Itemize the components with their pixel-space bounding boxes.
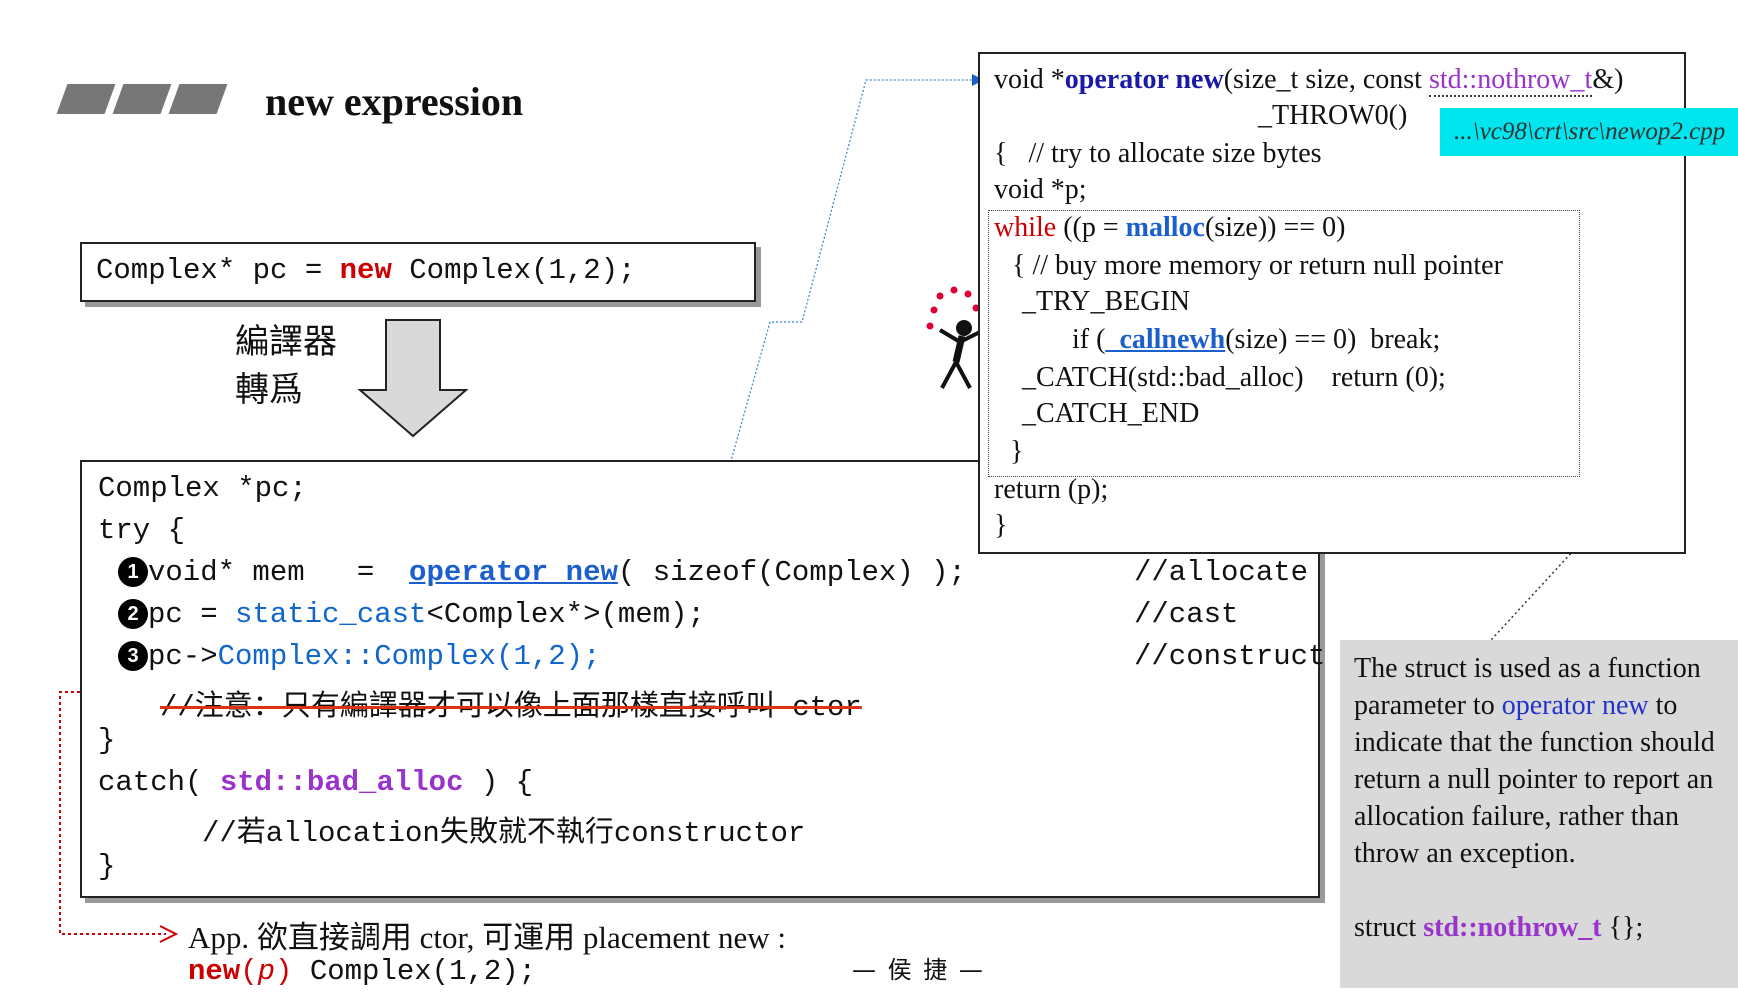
code-text: pc =	[148, 598, 236, 631]
code-text: )	[275, 955, 293, 988]
operator-new-decl: operator new	[1064, 64, 1224, 95]
callnewh-call: _callnewh	[1105, 324, 1226, 355]
placement-new-note: App. 欲直接調用 ctor, 可運用 placement new :	[188, 920, 786, 955]
new-keyword: new	[188, 955, 241, 988]
code-text: <Complex*>(mem);	[426, 598, 705, 631]
source-line: _THROW0()	[1258, 100, 1408, 131]
note-paragraph: The struct is used as a function paramet…	[1354, 650, 1734, 946]
code-text: (size) == 0) break;	[1225, 324, 1441, 355]
nothrow-note: The struct is used as a function paramet…	[1340, 640, 1738, 988]
note-text: to indicate that the function should ret…	[1354, 690, 1715, 869]
nothrow-type: std::nothrow_t	[1428, 64, 1593, 97]
source-line: { // buy more memory or return null poin…	[1012, 250, 1503, 281]
while-keyword: while	[994, 212, 1057, 243]
code-text: ((p =	[1056, 212, 1126, 243]
code-text: catch(	[98, 766, 220, 799]
new-expression-box: Complex* pc = new Complex(1,2);	[80, 242, 756, 302]
comment-allocate: //allocate	[1134, 556, 1309, 589]
struck-comment: //注意：只有編譯器才可以像上面那樣直接呼叫 ctor	[160, 691, 862, 724]
code-text: pc->	[148, 640, 218, 673]
source-line: _CATCH(std::bad_alloc) return (0);	[1022, 362, 1446, 393]
step-3-badge: 3	[118, 641, 148, 672]
code-line: try {	[98, 514, 186, 547]
code-text: Complex(1,2);	[292, 955, 537, 988]
source-line-signature: void *operator new(size_t size, const st…	[994, 64, 1624, 97]
code-text: Complex(1,2);	[391, 254, 636, 287]
note-nothrow-type: std::nothrow_t	[1423, 912, 1602, 943]
code-text: ) {	[463, 766, 534, 799]
code-text: (size_t size, const	[1223, 64, 1429, 95]
note-text: The struct is used as a function paramet…	[1354, 653, 1701, 721]
step-1-badge: 1	[118, 557, 148, 588]
code-line-catch: catch( std::bad_alloc ) {	[98, 766, 533, 799]
down-arrow-icon	[358, 319, 469, 438]
author-signature: — 侯 捷 —	[852, 956, 985, 984]
bad-alloc-type: std::bad_alloc	[219, 766, 464, 799]
code-text: ( sizeof(Complex) );	[617, 556, 966, 589]
code-text: (	[240, 955, 258, 988]
juggler-icon	[926, 286, 981, 389]
code-line: }	[98, 724, 116, 757]
code-line: }	[98, 850, 116, 883]
comment-cast: //cast	[1134, 598, 1239, 631]
placement-arg: p	[257, 955, 276, 988]
code-text: void* mem =	[148, 556, 410, 589]
compiler-label-line1: 編譯器	[235, 322, 337, 362]
code-text: void *	[994, 64, 1065, 95]
operator-new-call: operator new	[409, 556, 618, 589]
source-line: _CATCH_END	[1022, 398, 1200, 429]
source-line-while: while ((p = malloc(size)) == 0)	[994, 212, 1345, 244]
compiler-label: 編譯器 轉爲	[235, 318, 337, 414]
new-expression-code: Complex* pc = new Complex(1,2);	[96, 254, 636, 287]
new-keyword: new	[339, 254, 392, 287]
note-text: struct	[1354, 912, 1424, 943]
malloc-call: malloc	[1125, 212, 1205, 243]
source-line: { // try to allocate size bytes	[994, 138, 1322, 169]
source-line: }	[1010, 436, 1024, 467]
source-line: _TRY_BEGIN	[1022, 286, 1190, 317]
note-text: {};	[1601, 912, 1644, 943]
catch-comment: //若allocation失敗就不執行constructor	[202, 817, 806, 850]
source-line-callnewh: if (_callnewh(size) == 0) break;	[1072, 324, 1440, 356]
step-2-badge: 2	[118, 599, 148, 630]
code-line: Complex *pc;	[98, 472, 307, 505]
code-text: (size)) == 0)	[1204, 212, 1346, 243]
ctor-call: Complex::Complex(1,2);	[217, 640, 601, 673]
page-title: new expression	[265, 79, 524, 124]
code-text: Complex* pc =	[96, 254, 340, 287]
source-path-label: ...\vc98\crt\src\newop2.cpp	[1440, 108, 1738, 156]
comment-construct: //construct	[1134, 640, 1326, 673]
placement-new-code: new(p) Complex(1,2);	[188, 955, 536, 988]
code-text: &)	[1592, 64, 1624, 95]
source-line: }	[994, 510, 1008, 541]
code-text: if (	[1072, 324, 1106, 355]
source-line: return (p);	[994, 474, 1109, 505]
static-cast-keyword: static_cast	[235, 598, 427, 631]
compiler-label-line2: 轉爲	[235, 370, 303, 410]
while-loop-frame	[988, 210, 1580, 477]
source-line: void *p;	[994, 174, 1087, 205]
note-operator-new: operator new	[1501, 690, 1649, 721]
